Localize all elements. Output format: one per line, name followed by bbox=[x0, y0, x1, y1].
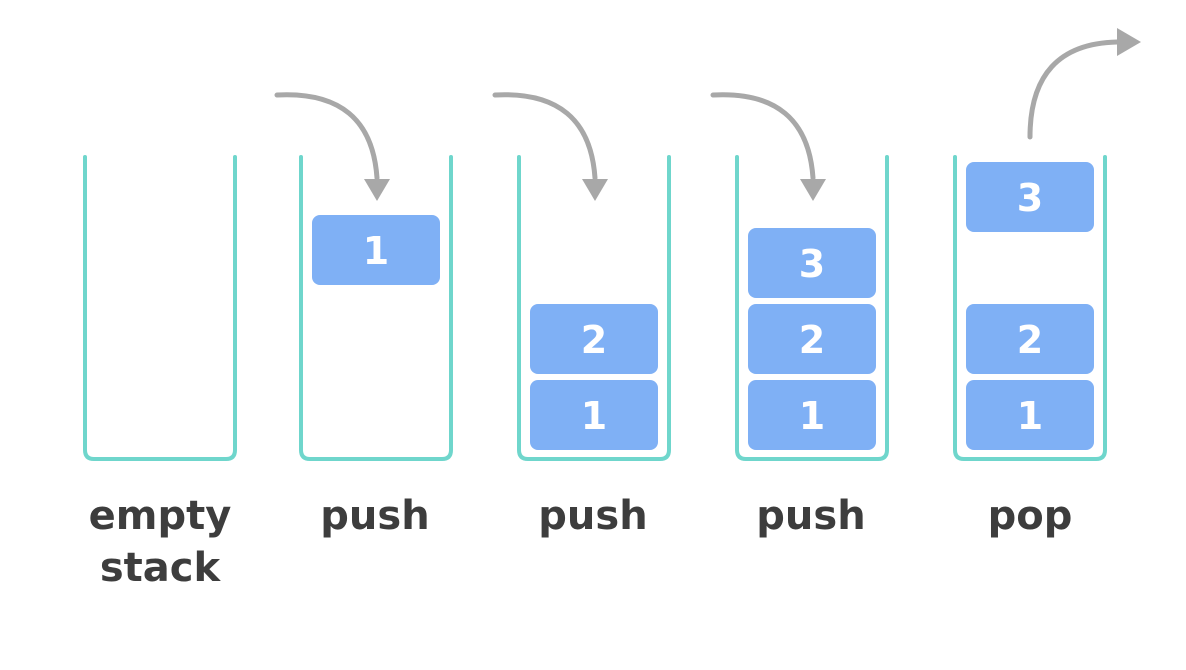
arrow-head-icon bbox=[1117, 28, 1141, 56]
stack-block-shape bbox=[748, 380, 876, 450]
stage-label-line1: empty bbox=[88, 493, 232, 539]
stack-block: 3 bbox=[748, 228, 876, 298]
stage-label-pop: pop bbox=[955, 490, 1105, 542]
stack-container bbox=[299, 155, 453, 461]
stack-block-shape bbox=[312, 215, 440, 285]
stage-label-push-1: push bbox=[300, 490, 450, 542]
stack-block-value: 2 bbox=[581, 318, 607, 362]
stack-block: 2 bbox=[530, 304, 658, 374]
stack-block-value: 3 bbox=[799, 242, 825, 286]
popped-block: 3 bbox=[966, 162, 1094, 232]
stage-label-push-2: push bbox=[518, 490, 668, 542]
stack-stage: 12 bbox=[492, 92, 671, 461]
stack-stage: 1 bbox=[274, 92, 453, 461]
stack-block: 1 bbox=[312, 215, 440, 285]
stack-block-shape bbox=[966, 380, 1094, 450]
stack-container bbox=[83, 155, 237, 461]
stage-label-line1: push bbox=[320, 493, 430, 539]
stack-block-shape bbox=[748, 304, 876, 374]
stage-label-line2: stack bbox=[99, 545, 221, 591]
stack-block-value: 1 bbox=[363, 229, 389, 273]
stack-stage: 1 2 3 bbox=[710, 92, 889, 461]
stack-stage: 1 2 3 bbox=[953, 28, 1141, 461]
stack-stage bbox=[83, 155, 237, 461]
pop-arrow-icon bbox=[1027, 39, 1120, 140]
stack-block: 1 bbox=[966, 380, 1094, 450]
stage-label-line1: pop bbox=[987, 493, 1073, 539]
stack-container bbox=[735, 155, 889, 461]
push-arrow-icon bbox=[274, 92, 380, 181]
stack-block-shape bbox=[966, 162, 1094, 232]
stack-block-value: 3 bbox=[1017, 176, 1043, 220]
stage-label-line1: push bbox=[538, 493, 648, 539]
stage-label-line1: push bbox=[756, 493, 866, 539]
stack-container bbox=[517, 155, 671, 461]
stack-block-value: 1 bbox=[799, 394, 825, 438]
stack-block-value: 1 bbox=[1017, 394, 1043, 438]
stack-block-shape bbox=[966, 304, 1094, 374]
stack-block: 2 bbox=[966, 304, 1094, 374]
stack-block-shape bbox=[530, 304, 658, 374]
arrow-head-icon bbox=[800, 179, 826, 201]
stack-block-shape bbox=[530, 380, 658, 450]
stack-block: 1 bbox=[748, 380, 876, 450]
stack-block: 1 bbox=[530, 380, 658, 450]
stage-label-push-3: push bbox=[736, 490, 886, 542]
stack-block-value: 2 bbox=[1017, 318, 1043, 362]
push-arrow-icon bbox=[492, 92, 598, 181]
push-arrow-icon bbox=[710, 92, 816, 181]
stack-container bbox=[953, 155, 1107, 461]
stack-block-shape bbox=[748, 228, 876, 298]
arrow-head-icon bbox=[364, 179, 390, 201]
arrow-head-icon bbox=[582, 179, 608, 201]
stage-label-empty-stack: empty stack bbox=[85, 490, 235, 594]
stack-block: 2 bbox=[748, 304, 876, 374]
stack-block-value: 2 bbox=[799, 318, 825, 362]
stack-block-value: 1 bbox=[581, 394, 607, 438]
